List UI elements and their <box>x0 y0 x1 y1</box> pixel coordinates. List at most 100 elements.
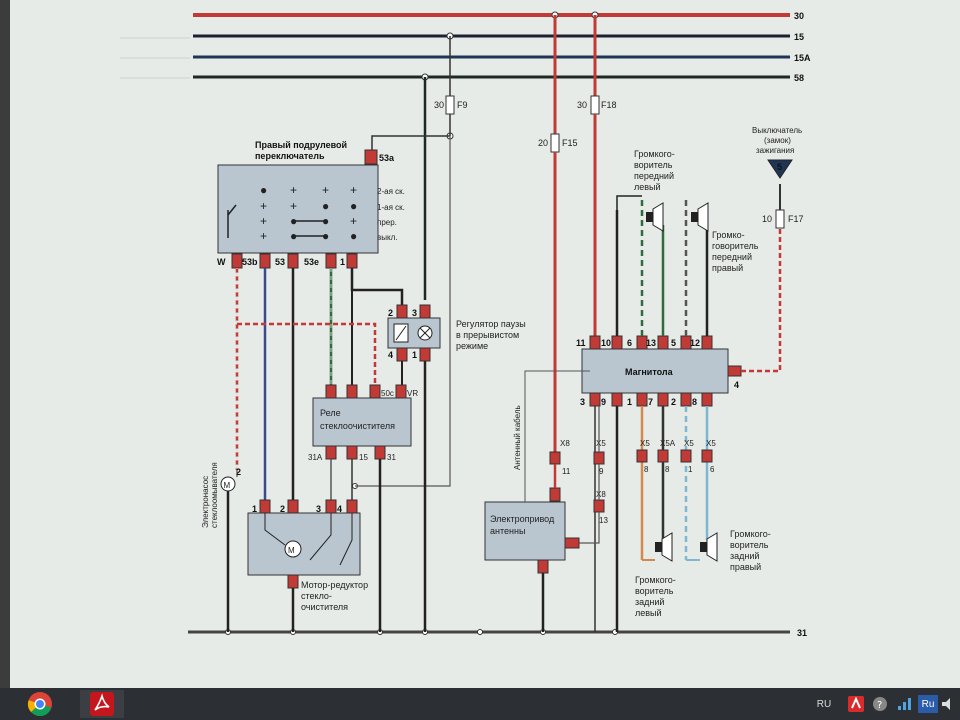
fuse-f9-name: F9 <box>457 100 468 110</box>
stalk-switch-term-53: 53 <box>275 257 285 267</box>
rear-conn-x5-c: X5 <box>706 439 716 448</box>
front-right-speaker-icon <box>697 202 709 232</box>
stalk-switch: Правый подрулевой переключатель 53a ●+++… <box>217 140 405 269</box>
front-left-speaker-icon <box>652 202 664 232</box>
relay-pin-31a: 31A <box>308 453 323 462</box>
ignition-label-2: (замок) <box>764 136 791 145</box>
help-tray-icon[interactable]: ? <box>870 695 890 713</box>
radio-pin-9: 9 <box>601 397 606 407</box>
pause-regulator-pin-2: 2 <box>388 308 393 318</box>
taskbar: RU ? Ru <box>0 688 960 720</box>
antenna-conn-x5: X5 <box>596 439 606 448</box>
wiper-motor-pin-2: 2 <box>280 504 285 514</box>
wiper-relay: 50c VR Реле стеклоочистителя 31A 15 31 <box>308 384 418 462</box>
stalk-switch-term-w: W <box>217 257 226 267</box>
relay-pin-50c: 50c <box>381 389 394 398</box>
fuse-f15-rating: 20 <box>538 138 548 148</box>
rear-conn-x5-b: X5 <box>684 439 694 448</box>
radio-pin-10: 10 <box>601 338 611 348</box>
bus-30-label: 30 <box>794 11 804 21</box>
antenna-label-1: Электропривод <box>490 514 555 524</box>
relay-pin-vr: VR <box>407 389 418 398</box>
bus-58-label: 58 <box>794 73 804 83</box>
speaker-fl-label-1: Громкого- <box>634 149 675 159</box>
front-right-speaker: Громко- говоритель передний правый <box>691 202 759 273</box>
svg-text:●: ● <box>290 214 297 228</box>
ignition-pin: 5 <box>777 162 782 172</box>
washer-pump-motor-symbol: M <box>224 481 231 490</box>
stalk-switch-term-53e: 53e <box>304 257 319 267</box>
stalk-switch-pos-int: прер. <box>377 218 397 227</box>
wiper-motor-body <box>247 512 361 576</box>
antenna-label-2: антенны <box>490 526 525 536</box>
svg-text:+: + <box>322 183 329 197</box>
wiper-motor-label-2: стекло- <box>301 591 332 601</box>
fuse-f17-rating: 10 <box>762 214 772 224</box>
antivirus-tray-icon[interactable] <box>846 695 866 713</box>
chrome-icon <box>27 692 52 717</box>
rear-speaker-connectors: X5 8 X5A 8 X5 1 X5 6 <box>636 439 716 474</box>
fuse-f15-name: F15 <box>562 138 578 148</box>
bus-15-label: 15 <box>794 32 804 42</box>
radio-pin-4: 4 <box>734 380 739 390</box>
svg-text:+: + <box>290 199 297 213</box>
wiper-motor-pin-3: 3 <box>316 504 321 514</box>
radio-body <box>581 348 729 394</box>
svg-text:+: + <box>260 199 267 213</box>
radio-pin-6: 6 <box>627 338 632 348</box>
speaker-fr-label-4: правый <box>712 263 743 273</box>
svg-text:●: ● <box>322 229 329 243</box>
svg-text:+: + <box>260 229 267 243</box>
volume-tray-icon[interactable] <box>940 695 956 713</box>
radio-pin-5: 5 <box>671 338 676 348</box>
washer-pump-pin: 2 <box>236 467 241 477</box>
svg-text:?: ? <box>877 700 882 711</box>
language-indicator[interactable]: RU <box>816 698 832 710</box>
stalk-switch-terminal-53a: 53a <box>379 153 395 163</box>
radio-pin-11: 11 <box>576 338 586 348</box>
svg-text:●: ● <box>322 199 329 213</box>
speaker-rr-label-2: воритель <box>730 540 769 550</box>
stalk-switch-title-1: Правый подрулевой <box>255 140 347 150</box>
pause-regulator-pin-1: 1 <box>412 350 417 360</box>
pdf-reader-button[interactable] <box>80 690 124 718</box>
relay-body <box>312 397 412 447</box>
svg-text:●: ● <box>350 199 357 213</box>
rear-conn-8-b: 8 <box>665 465 670 474</box>
radio-pin-3: 3 <box>580 397 585 407</box>
speaker-rr-label-4: правый <box>730 562 761 572</box>
stalk-switch-term-53b: 53b <box>242 257 258 267</box>
pause-regulator-label-3: режиме <box>456 341 488 351</box>
ignition-switch: Выключатель (замок) зажигания 5 <box>752 126 802 179</box>
antenna-drive: X8 11 X5 9 X8 13 Электропривод антенны А… <box>484 405 608 574</box>
radio: 11 10 6 13 5 12 Магнитола 3 9 1 7 2 8 4 <box>576 335 742 407</box>
rear-left-speaker-icon <box>661 532 673 562</box>
background-grid <box>120 37 190 79</box>
washer-pump: M 2 Электронасос стеклоомывателя <box>201 462 241 528</box>
speaker-rl-label-4: левый <box>635 608 662 618</box>
screen: 30 15 15A 58 31 30 F9 30 F18 <box>10 0 960 688</box>
relay-pin-31: 31 <box>387 453 396 462</box>
radio-pin-12: 12 <box>690 338 700 348</box>
speaker-fl-label-4: левый <box>634 182 661 192</box>
relay-label-1: Реле <box>320 408 341 418</box>
bus-15a-label: 15A <box>794 53 811 63</box>
svg-text:+: + <box>260 214 267 228</box>
wiper-motor-symbol: M <box>288 546 295 555</box>
fuse-f15: 20 F15 <box>538 15 578 452</box>
rear-conn-1: 1 <box>688 465 693 474</box>
pause-regulator: 2 3 4 1 Регулятор паузы в прерывистом ре… <box>387 304 526 362</box>
chrome-button[interactable] <box>18 690 62 718</box>
pdf-icon <box>90 692 114 716</box>
radio-pin-1: 1 <box>627 397 632 407</box>
stalk-switch-pos-off: выкл. <box>377 233 397 242</box>
stalk-switch-body <box>217 164 379 254</box>
rear-conn-8-a: 8 <box>644 465 649 474</box>
ru-app-tray-icon[interactable]: Ru <box>918 695 938 713</box>
rear-left-speaker: Громкого- воритель задний левый <box>635 532 676 618</box>
network-tray-icon[interactable] <box>894 695 914 713</box>
wiper-motor-pin-4: 4 <box>337 504 342 514</box>
stalk-switch-pos-1: 1-ая ск. <box>377 203 405 212</box>
ignition-terminal-icon <box>767 159 793 179</box>
rear-right-speaker: Громкого- воритель задний правый <box>686 529 771 572</box>
